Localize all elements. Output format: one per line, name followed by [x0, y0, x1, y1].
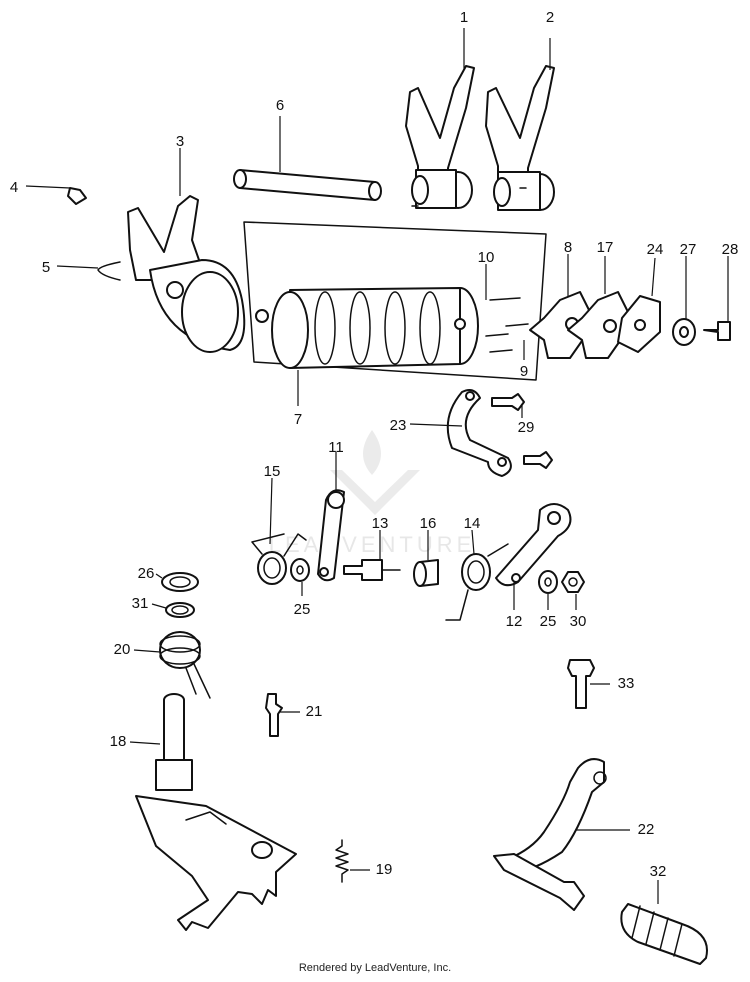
- spring-19: [335, 839, 349, 883]
- watermark-logo: LEADVENTURE: [269, 430, 476, 557]
- shift-pedal-22: [493, 758, 607, 911]
- stopper-23: [446, 389, 512, 477]
- label-18: 18: [110, 733, 127, 750]
- label-6: 6: [276, 97, 284, 114]
- washer-25a: [290, 558, 310, 582]
- label-29: 29: [518, 419, 535, 436]
- footer-credit: Rendered by LeadVenture, Inc.: [298, 962, 452, 974]
- label-10: 10: [478, 249, 495, 266]
- label-15: 15: [264, 463, 281, 480]
- label-26: 26: [138, 565, 155, 582]
- bolt-13: [343, 559, 401, 581]
- screw-29: [491, 393, 553, 469]
- label-24: 24: [647, 241, 664, 258]
- label-28: 28: [722, 241, 739, 258]
- label-2: 2: [546, 9, 554, 26]
- spring-14: [445, 543, 509, 621]
- shift-spindle-18: [135, 693, 297, 931]
- part-number-labels: 1 2 3 4 5 6 7 8 9 10 11 12 13 14 15 16 1…: [10, 9, 739, 880]
- label-12: 12: [506, 613, 523, 630]
- nut-30: [561, 571, 585, 593]
- shift-drum-group-7: [243, 221, 547, 381]
- spring-20: [159, 631, 211, 699]
- label-25a: 25: [294, 601, 311, 618]
- shift-fork-1: [405, 65, 475, 209]
- label-30: 30: [570, 613, 587, 630]
- label-5: 5: [42, 259, 50, 276]
- pedal-rubber-32: [620, 903, 708, 965]
- label-32: 32: [650, 863, 667, 880]
- label-11: 11: [328, 439, 344, 456]
- label-31: 31: [132, 595, 149, 612]
- ring-26: [161, 572, 199, 592]
- label-1: 1: [460, 9, 468, 26]
- label-23: 23: [390, 417, 407, 434]
- shift-arm-11: [317, 489, 345, 582]
- bolt-33: [567, 659, 595, 709]
- collar-16: [413, 559, 439, 587]
- shift-fork-2: [485, 65, 555, 211]
- circlip-31: [165, 602, 195, 618]
- label-17: 17: [597, 239, 614, 256]
- label-13: 13: [372, 515, 389, 532]
- cam-plate-17: [567, 291, 629, 359]
- label-9: 9: [520, 363, 528, 380]
- washer-27: [672, 318, 696, 346]
- pin-4: [67, 187, 87, 205]
- label-27: 27: [680, 241, 697, 258]
- shift-fork-3: [127, 195, 246, 353]
- label-4: 4: [10, 179, 18, 196]
- fork-shaft-6: [233, 169, 382, 201]
- label-22: 22: [638, 821, 655, 838]
- washer-25b: [538, 570, 558, 594]
- bolt-28: [703, 321, 731, 341]
- leader-lines: [25, 28, 729, 904]
- stopper-arm-12: [495, 503, 572, 587]
- label-3: 3: [176, 133, 184, 150]
- label-8: 8: [564, 239, 572, 256]
- label-20: 20: [114, 641, 131, 658]
- plate-24: [617, 295, 661, 353]
- clip-5: [97, 261, 121, 281]
- label-14: 14: [464, 515, 481, 532]
- label-33: 33: [618, 675, 635, 692]
- return-spring-15: [251, 533, 307, 585]
- label-16: 16: [420, 515, 437, 532]
- watermark-text: LEADVENTURE: [269, 532, 476, 557]
- screw-21: [265, 693, 283, 737]
- label-25b: 25: [540, 613, 557, 630]
- label-21: 21: [306, 703, 323, 720]
- label-7: 7: [294, 411, 302, 428]
- label-19: 19: [376, 861, 393, 878]
